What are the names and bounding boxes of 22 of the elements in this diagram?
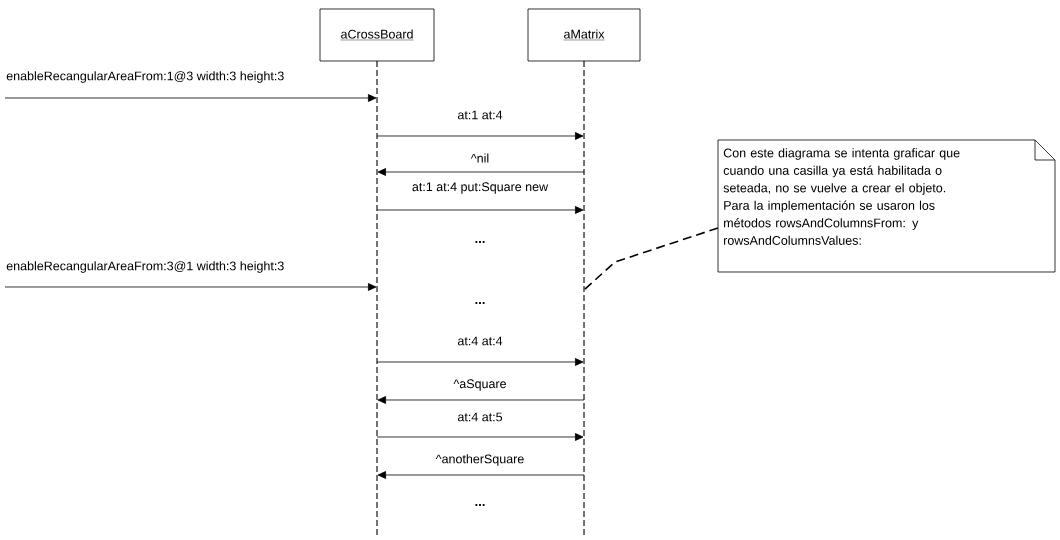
message-label: at:1 at:4	[456, 109, 504, 121]
note-connector	[583, 227, 719, 291]
message-arrow	[377, 168, 585, 176]
note-box: Con este diagrama se intenta graficar que cuando una casilla ya está habilitada o seteada, no se vuelve a crear el objeto. Para la implementación se usaron los métodos rowsAndColumnsFrom: y rowsAndColumnsValues:	[717, 139, 1056, 273]
message-arrow	[376, 132, 584, 140]
message-label: enableRecangularAreaFrom:3@1 width:3 height:3	[6, 261, 284, 273]
message-arrow	[4, 283, 377, 291]
message-arrow	[376, 433, 584, 441]
ellipsis: ...	[475, 504, 485, 506]
message-label: ^anotherSquare	[434, 453, 526, 467]
message-label: ^aSquare	[452, 378, 508, 392]
message-label: at:4 at:4	[456, 335, 504, 347]
message-arrow	[4, 94, 377, 102]
message-label: ^nil	[469, 152, 491, 164]
message-arrow	[377, 471, 585, 479]
message-arrow	[377, 396, 585, 404]
ellipsis: ...	[475, 241, 485, 243]
message-arrow	[376, 206, 584, 214]
message-arrow	[376, 358, 584, 366]
ellipsis: ...	[475, 302, 485, 304]
message-label: enableRecangularAreaFrom:1@3 width:3 height:3	[6, 71, 284, 83]
message-label: at:4 at:5	[456, 411, 504, 423]
